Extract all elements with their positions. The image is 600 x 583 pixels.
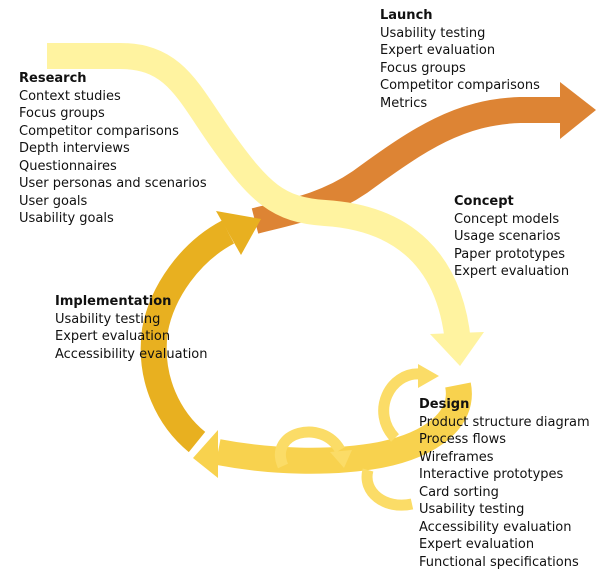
design-arrowhead	[193, 430, 218, 478]
design-title: Design	[419, 397, 470, 412]
iteration-loop-left	[275, 426, 345, 469]
research-title: Research	[19, 71, 87, 86]
implementation-item: Accessibility evaluation	[55, 346, 208, 362]
design-item: Expert evaluation	[419, 537, 535, 552]
launch-item: Usability testing	[380, 25, 486, 41]
design-item: Card sorting	[419, 484, 499, 500]
implementation-title: Implementation	[55, 294, 172, 309]
research-item: Questionnaires	[19, 158, 117, 174]
launch-items: Usability testing Expert evaluation Focu…	[380, 25, 540, 113]
design-item: Usability testing	[419, 502, 525, 517]
design-item: Accessibility evaluation	[419, 519, 572, 535]
iteration-loop-right	[378, 368, 421, 442]
launch-item: Focus groups	[380, 60, 466, 76]
design-items: Product structure diagram Process flows …	[419, 414, 590, 572]
implementation-item: Usability testing	[55, 311, 161, 327]
design-item: Interactive prototypes	[419, 467, 564, 482]
research-arrowhead	[430, 332, 484, 366]
research-item: Usability goals	[19, 211, 114, 226]
design-item: Process flows	[419, 432, 506, 447]
research-phase: Research Context studies Focus groups Co…	[19, 70, 207, 228]
implementation-items: Usability testing Expert evaluation Acce…	[55, 311, 208, 364]
concept-item: Usage scenarios	[454, 229, 561, 244]
concept-phase: Concept Concept models Usage scenarios P…	[454, 193, 569, 281]
launch-item: Metrics	[380, 95, 428, 111]
launch-item: Competitor comparisons	[380, 78, 540, 93]
design-item: Product structure diagram	[419, 414, 590, 430]
research-item: Depth interviews	[19, 141, 130, 156]
launch-title: Launch	[380, 8, 433, 23]
concept-item: Paper prototypes	[454, 246, 566, 262]
concept-item: Expert evaluation	[454, 264, 570, 279]
research-item: Context studies	[19, 88, 121, 104]
concept-title: Concept	[454, 194, 514, 209]
design-item: Functional specifications	[419, 554, 579, 570]
research-arrow-body	[47, 43, 471, 344]
implementation-arrowhead	[216, 211, 261, 255]
iteration-loop-left-head	[330, 450, 352, 468]
research-item: Competitor comparisons	[19, 123, 179, 139]
design-item: Wireframes	[419, 449, 494, 465]
launch-item: Expert evaluation	[380, 43, 496, 58]
research-item: User goals	[19, 193, 88, 209]
concept-items: Concept models Usage scenarios Paper pro…	[454, 211, 569, 281]
implementation-item: Expert evaluation	[55, 329, 171, 344]
research-item: Focus groups	[19, 106, 105, 121]
research-items: Context studies Focus groups Competitor …	[19, 88, 207, 228]
iteration-loop-bottom	[361, 468, 414, 511]
iteration-loop-right-head	[418, 364, 439, 388]
design-arrow-body	[215, 382, 472, 474]
concept-item: Concept models	[454, 211, 560, 227]
design-phase: Design Product structure diagram Process…	[419, 396, 590, 571]
implementation-phase: Implementation Usability testing Expert …	[55, 293, 208, 363]
implementation-arrow-body	[140, 220, 235, 453]
launch-phase: Launch Usability testing Expert evaluati…	[380, 7, 540, 112]
research-item: User personas and scenarios	[19, 176, 207, 191]
launch-arrowhead	[560, 82, 596, 139]
